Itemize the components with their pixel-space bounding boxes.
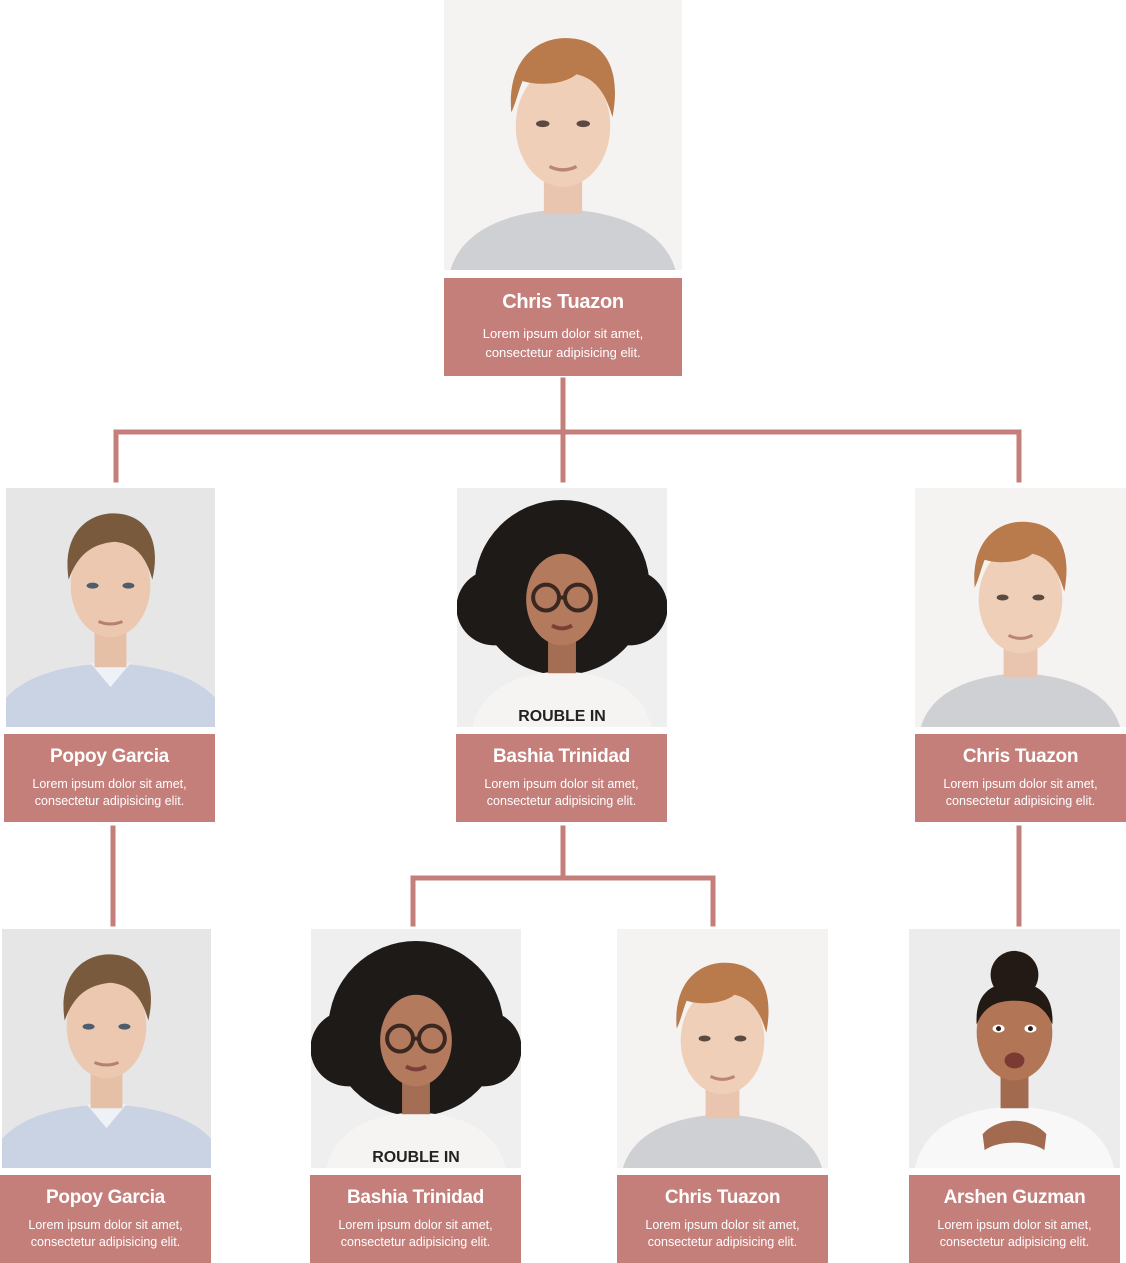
node-popoy-garcia-child[interactable]: Popoy Garcia Lorem ipsum dolor sit amet,… [0, 929, 211, 1263]
node-popoy-garcia[interactable]: Popoy Garcia Lorem ipsum dolor sit amet,… [4, 488, 215, 822]
node-name: Bashia Trinidad [493, 746, 630, 767]
node-description: Lorem ipsum dolor sit amet, consectetur … [645, 1218, 800, 1249]
node-description: Lorem ipsum dolor sit amet, consectetur … [482, 326, 644, 360]
node-name: Arshen Guzman [943, 1187, 1086, 1208]
root-label: Chris Tuazon Lorem ipsum dolor sit amet,… [444, 278, 682, 376]
node-photo [457, 488, 667, 727]
node-label: Chris Tuazon Lorem ipsum dolor sit amet,… [617, 1175, 828, 1263]
node-photo [6, 488, 215, 727]
node-label: Popoy Garcia Lorem ipsum dolor sit amet,… [0, 1175, 211, 1263]
node-photo [915, 488, 1126, 727]
node-description: Lorem ipsum dolor sit amet, consectetur … [28, 1218, 183, 1249]
node-label: Bashia Trinidad Lorem ipsum dolor sit am… [310, 1175, 521, 1263]
node-photo [2, 929, 211, 1168]
node-description: Lorem ipsum dolor sit amet, consectetur … [484, 777, 639, 808]
node-photo [909, 929, 1120, 1168]
node-bashia-trinidad[interactable]: Bashia Trinidad Lorem ipsum dolor sit am… [456, 488, 667, 822]
node-name: Chris Tuazon [502, 291, 624, 313]
node-root[interactable]: Chris Tuazon Lorem ipsum dolor sit amet,… [444, 0, 682, 376]
node-bashia-trinidad-child[interactable]: Bashia Trinidad Lorem ipsum dolor sit am… [310, 929, 521, 1263]
node-photo [617, 929, 828, 1168]
node-name: Popoy Garcia [50, 746, 169, 767]
node-photo [311, 929, 521, 1168]
node-chris-tuazon-child[interactable]: Chris Tuazon Lorem ipsum dolor sit amet,… [617, 929, 828, 1263]
node-name: Bashia Trinidad [347, 1187, 484, 1208]
node-arshen-guzman[interactable]: Arshen Guzman Lorem ipsum dolor sit amet… [909, 929, 1120, 1263]
node-name: Chris Tuazon [664, 1187, 781, 1208]
node-label: Arshen Guzman Lorem ipsum dolor sit amet… [909, 1175, 1120, 1263]
node-description: Lorem ipsum dolor sit amet, consectetur … [32, 777, 187, 808]
node-label: Popoy Garcia Lorem ipsum dolor sit amet,… [4, 734, 215, 822]
node-name: Chris Tuazon [962, 746, 1079, 767]
node-name: Popoy Garcia [46, 1187, 165, 1208]
node-label: Bashia Trinidad Lorem ipsum dolor sit am… [456, 734, 667, 822]
node-description: Lorem ipsum dolor sit amet, consectetur … [338, 1218, 493, 1249]
node-chris-tuazon[interactable]: Chris Tuazon Lorem ipsum dolor sit amet,… [915, 488, 1126, 822]
root-photo [444, 0, 682, 270]
node-description: Lorem ipsum dolor sit amet, consectetur … [937, 1218, 1092, 1249]
node-label: Chris Tuazon Lorem ipsum dolor sit amet,… [915, 734, 1126, 822]
node-description: Lorem ipsum dolor sit amet, consectetur … [943, 777, 1098, 808]
